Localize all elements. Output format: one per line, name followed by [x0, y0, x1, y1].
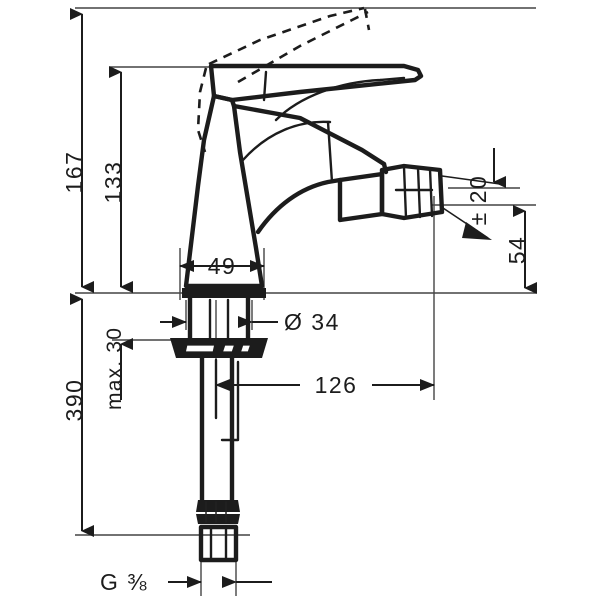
dimension-spout-height: 54	[504, 205, 537, 294]
dimension-max-thickness: max. 30	[103, 327, 133, 410]
dimension-projection: 126	[215, 372, 435, 398]
spout-arm	[337, 161, 389, 223]
dimension-label-projection: 126	[315, 372, 358, 398]
dimension-label-max-thickness: max. 30	[103, 327, 126, 410]
annotation-swivel-range: ± 20	[439, 148, 506, 240]
dimension-label-shank-diameter: Ø 34	[284, 309, 340, 335]
dimension-shank-diameter: Ø 34	[160, 309, 340, 335]
dimension-lever-height: 133	[100, 66, 133, 293]
dimension-label-spout-height: 54	[504, 236, 530, 265]
dimension-label-base-width: 49	[208, 253, 237, 279]
dimension-total-height: 167	[61, 8, 94, 293]
reference-lines	[75, 7, 536, 596]
dimension-label-swivel-range: ± 20	[465, 175, 491, 226]
spout-outlet-aerator	[379, 163, 445, 221]
mixer-body	[183, 93, 387, 289]
mounting-shank	[187, 295, 251, 343]
dimension-label-total-height: 167	[61, 151, 87, 194]
faucet-body-graphic	[170, 6, 445, 563]
hose-crimp	[196, 500, 240, 524]
supply-connection-nut	[198, 524, 239, 563]
dimension-thread-size: G ⅜	[100, 569, 272, 595]
base-ring	[182, 288, 266, 298]
dimension-base-width: 49	[179, 253, 265, 279]
dimension-label-below-counter: 390	[61, 379, 87, 422]
connection-rod	[199, 355, 240, 503]
fixing-washer	[170, 338, 268, 358]
dimension-label-thread-size: G ⅜	[100, 569, 148, 595]
dimension-label-lever-height: 133	[100, 161, 126, 204]
dimension-below-counter: 390	[61, 293, 94, 537]
lever-handle	[208, 63, 424, 122]
